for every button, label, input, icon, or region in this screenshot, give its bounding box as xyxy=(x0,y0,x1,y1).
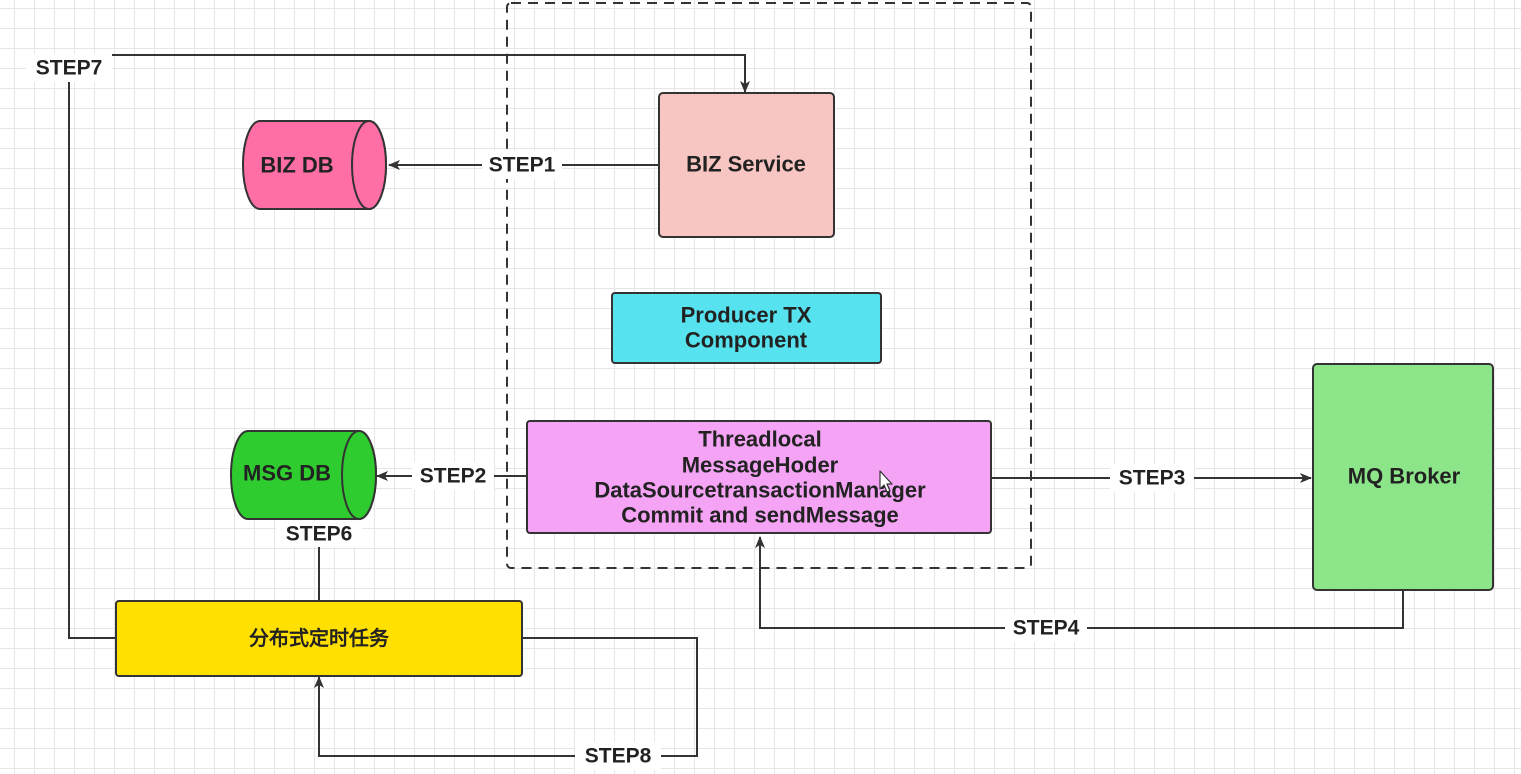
biz-db: BIZ DB xyxy=(242,120,387,210)
msg-db: MSG DB xyxy=(230,430,377,520)
mq-broker-box xyxy=(1312,363,1494,591)
scheduler-label: 分布式定时任务 xyxy=(249,626,390,650)
step1-label: STEP1 xyxy=(489,154,556,177)
msg-db-label: MSG DB xyxy=(243,461,331,486)
producer-tx-label-line2: Component xyxy=(685,328,808,353)
step3-label: STEP3 xyxy=(1119,467,1186,490)
biz-service: BIZ Service xyxy=(658,92,835,238)
producer-tx-component: Producer TX Component xyxy=(611,292,882,364)
biz-db-cap xyxy=(351,120,387,210)
producer-tx-label-line1: Producer TX xyxy=(681,303,812,328)
distributed-scheduler: 分布式定时任务 xyxy=(115,600,523,677)
tx-line-commit: Commit and sendMessage xyxy=(621,503,899,528)
mq-broker-label: MQ Broker xyxy=(1348,464,1461,489)
tx-line-messageholder: MessageHoder xyxy=(682,453,839,478)
step6-label: STEP6 xyxy=(286,523,353,546)
producer-boundary xyxy=(506,2,1032,569)
step2-label: STEP2 xyxy=(420,465,487,488)
producer-tx-box xyxy=(611,292,882,364)
step4-label: STEP4 xyxy=(1013,617,1080,640)
step8-label: STEP8 xyxy=(585,745,652,768)
step8-arrow xyxy=(314,637,698,757)
msg-db-cap xyxy=(341,430,377,520)
biz-service-box xyxy=(658,92,835,238)
tx-manager-box: Threadlocal MessageHoder DataSourcetrans… xyxy=(526,420,992,534)
tx-line-datasource: DataSourcetransactionManager xyxy=(594,478,926,503)
step-labels: STEP1 STEP2 STEP3 STEP4 STEP6 STEP7 STEP… xyxy=(26,54,1194,770)
tx-line-threadlocal: Threadlocal xyxy=(698,427,821,452)
tx-manager-rect xyxy=(526,420,992,534)
mq-broker: MQ Broker xyxy=(1312,363,1494,591)
step7-label: STEP7 xyxy=(36,57,103,80)
biz-db-label: BIZ DB xyxy=(260,153,333,178)
biz-service-label: BIZ Service xyxy=(686,152,806,177)
scheduler-box xyxy=(115,600,523,677)
mouse-cursor-icon xyxy=(879,470,893,493)
